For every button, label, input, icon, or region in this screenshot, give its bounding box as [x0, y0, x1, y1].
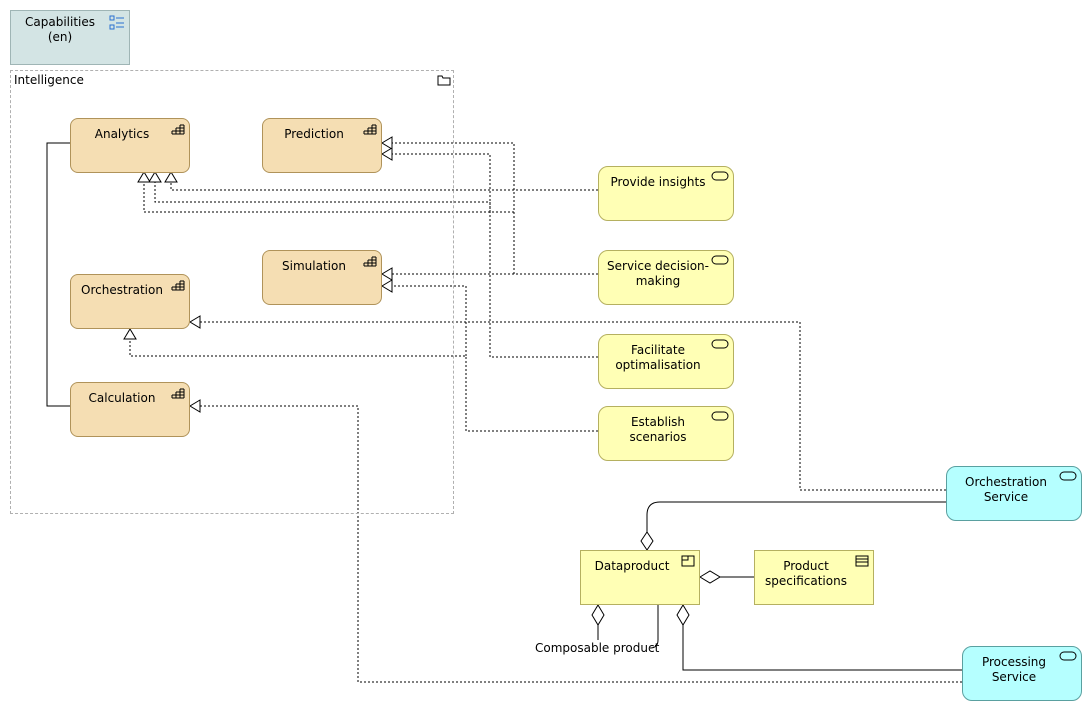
aggregation-line-orchestration-service [646, 501, 946, 532]
realization-insights-analytics [170, 182, 598, 191]
arrowhead [381, 147, 393, 161]
realization-analytics-b [143, 182, 514, 213]
arrowhead [137, 171, 151, 183]
tech-service-orchestration[interactable]: Orchestration Service [946, 466, 1082, 521]
realization-establish-orchestration [129, 339, 598, 432]
service-facilitate-optimalisation[interactable]: Facilitate optimalisation [598, 334, 734, 389]
group-title: Intelligence [14, 73, 84, 87]
arrowhead [381, 279, 393, 293]
capability-analytics[interactable]: Analytics [70, 118, 190, 173]
arrowhead [164, 171, 178, 183]
tech-service-processing[interactable]: Processing Service [962, 646, 1082, 701]
service-label: Service decision- making [607, 259, 709, 288]
service-label: Establish scenarios [629, 415, 687, 444]
capability-orchestration[interactable]: Orchestration [70, 274, 190, 329]
capability-label: Analytics [94, 127, 150, 141]
capability-simulation[interactable]: Simulation [262, 250, 382, 305]
object-label: Product specifications [765, 559, 847, 588]
realization-facilitate-prediction [392, 153, 598, 358]
realization-processing-calculation [200, 405, 962, 683]
folder-icon [437, 75, 451, 86]
capability-label: Orchestration [81, 283, 163, 297]
business-object-icon [855, 555, 869, 567]
service-establish-scenarios[interactable]: Establish scenarios [598, 406, 734, 461]
aggregation-diamond [640, 531, 654, 551]
arrowhead [381, 267, 393, 281]
capability-icon [363, 124, 377, 135]
arrowhead [381, 136, 393, 150]
realization-orchservice-orchestration [200, 321, 946, 491]
object-label: Dataproduct [594, 559, 670, 573]
aggregation-line-processing-service [682, 625, 962, 671]
filter-list-icon [109, 15, 124, 30]
arrowhead [189, 315, 201, 329]
tech-service-label: Processing Service [981, 655, 1047, 684]
aggregation-diamond [591, 604, 605, 626]
capability-prediction[interactable]: Prediction [262, 118, 382, 173]
arrowhead [148, 171, 162, 183]
capability-calculation[interactable]: Calculation [70, 382, 190, 437]
capability-icon [171, 388, 185, 399]
realization-facilitate-analytics [154, 182, 491, 212]
service-icon [1059, 471, 1077, 481]
arrowhead [189, 399, 201, 413]
service-decision-making[interactable]: Service decision- making [598, 250, 734, 305]
capability-icon [171, 124, 185, 135]
legend-box[interactable]: Capabilities (en) [10, 10, 130, 65]
composable-product-label: Composable product [535, 641, 660, 655]
aggregation-diamond [699, 570, 721, 584]
service-icon [1059, 651, 1077, 661]
capability-icon [363, 256, 377, 267]
service-icon [711, 339, 729, 349]
service-provide-insights[interactable]: Provide insights [598, 166, 734, 221]
composition-line-analytics-calculation [46, 142, 70, 407]
service-label: Provide insights [610, 175, 706, 189]
capability-icon [171, 280, 185, 291]
capability-label: Simulation [282, 259, 346, 273]
object-dataproduct[interactable]: Dataproduct [580, 550, 700, 605]
service-icon [711, 255, 729, 265]
service-label: Facilitate optimalisation [615, 343, 701, 372]
legend-title: Capabilities (en) [25, 15, 95, 44]
service-icon [711, 411, 729, 421]
service-icon [711, 171, 729, 181]
tech-service-label: Orchestration Service [965, 475, 1047, 504]
arrowhead [123, 328, 137, 340]
object-product-specifications[interactable]: Product specifications [754, 550, 874, 605]
realization-establish-simulation [392, 285, 467, 356]
intelligence-group[interactable]: Intelligence [10, 70, 454, 514]
product-icon [681, 555, 695, 567]
aggregation-diamond [676, 604, 690, 626]
capability-label: Calculation [88, 391, 156, 405]
composable-product-line-b [649, 605, 659, 649]
capability-label: Prediction [284, 127, 344, 141]
